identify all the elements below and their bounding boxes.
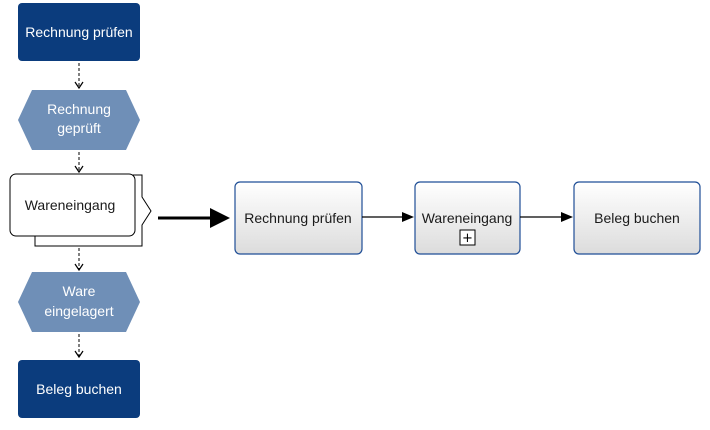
event-label-line-2: geprüft [57,120,101,136]
plus-marker-glyph: + [462,231,473,246]
connector-2 [520,212,573,222]
interface-label: Wareneingang [25,197,116,213]
event-rechnung-geprueft[interactable]: Rechnung geprüft [18,90,140,150]
activity-label: Rechnung prüfen [244,210,351,226]
transformation-arrow [158,208,230,228]
activity-box [573,181,701,255]
event-hexagon [18,90,140,150]
function-box [18,360,140,418]
function-label: Rechnung prüfen [25,24,132,40]
activity-box [234,181,363,255]
interface-front-box [9,173,136,237]
box-beleg-buchen[interactable]: Beleg buchen [573,181,701,255]
left-process-chain: Rechnung prüfen Rechnung geprüft Warenei… [9,3,152,418]
function-beleg-buchen[interactable]: Beleg buchen [18,360,140,418]
process-interface-wareneingang[interactable]: Wareneingang [9,173,152,247]
box-rechnung-pruefen[interactable]: Rechnung prüfen [234,181,363,255]
event-label-line-2: eingelagert [44,303,113,319]
function-box [18,3,140,61]
plus-marker-frame [459,229,476,246]
connector-1 [362,212,414,222]
box-wareneingang-subprocess[interactable]: Wareneingang + [414,181,521,255]
activity-label: Beleg buchen [594,210,680,226]
expand-plus-icon[interactable]: + [459,229,476,246]
right-process-chain: Rechnung prüfen Wareneingang + Beleg buc… [234,181,701,255]
event-label-line-1: Rechnung [47,101,111,117]
event-ware-eingelagert[interactable]: Ware eingelagert [18,272,140,332]
event-label-line-1: Ware [63,283,96,299]
function-label: Beleg buchen [36,381,122,397]
function-rechnung-pruefen[interactable]: Rechnung prüfen [18,3,140,61]
event-hexagon [18,272,140,332]
subprocess-label: Wareneingang [422,210,513,226]
subprocess-box [414,181,521,255]
